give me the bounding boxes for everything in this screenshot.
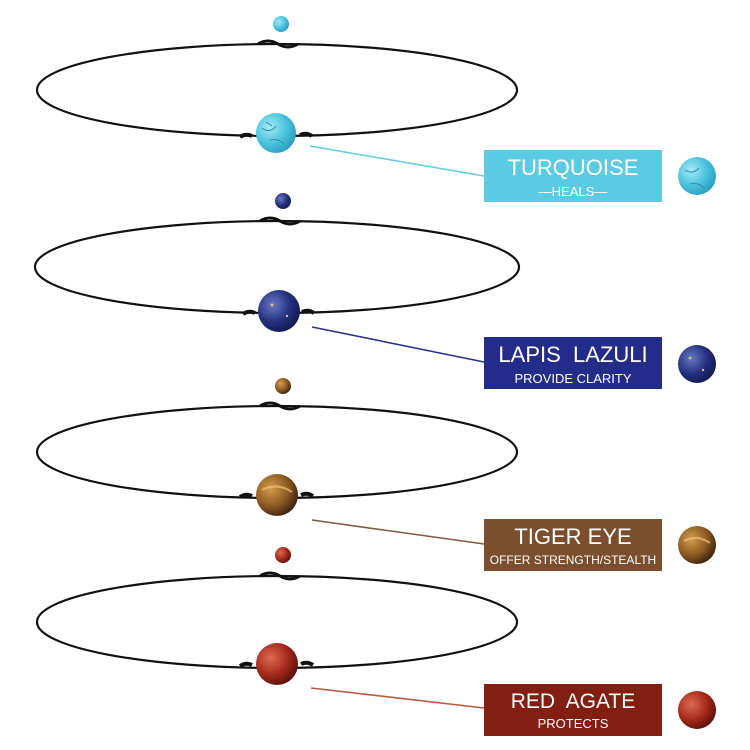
label-lapis-lazuli: LAPIS LAZULI PROVIDE CLARITY (484, 337, 662, 389)
small-bead (275, 378, 291, 394)
sample-bead (678, 526, 716, 564)
knot (259, 571, 301, 581)
main-bead (256, 113, 296, 153)
knot (257, 39, 299, 49)
necklace-lapis-lazuli (33, 193, 521, 363)
sample-bead (678, 345, 716, 383)
main-bead (256, 474, 298, 516)
necklace-turquoise (35, 16, 519, 177)
small-bead (273, 16, 289, 32)
stone-benefit: —HEALS— (539, 184, 608, 199)
bead-veins (261, 121, 285, 145)
label-turquoise: TURQUOISE —HEALS— (484, 150, 662, 202)
small-bead (275, 547, 291, 563)
pointer-line (311, 519, 485, 545)
bead-knot-left (238, 661, 253, 668)
sample-veins (684, 167, 705, 189)
label-red-agate: RED AGATE PROTECTS (484, 684, 662, 736)
stone-benefit: OFFER STRENGTH/STEALTH (490, 553, 656, 567)
sample-bead (678, 157, 716, 195)
bead-knot-left (238, 492, 253, 499)
label-box (484, 337, 662, 389)
main-bead (256, 643, 298, 685)
necklace-red-agate (35, 547, 519, 709)
bead-fleck (285, 314, 289, 318)
sample-bead-tiger-eye (678, 526, 716, 564)
bead-knot-right (300, 491, 315, 498)
sample-bead-red-agate (678, 691, 716, 729)
stone-name: TURQUOISE (508, 155, 639, 180)
label-box (484, 519, 662, 571)
main-bead (258, 290, 300, 332)
bead-fleck (270, 303, 274, 307)
small-bead (275, 193, 291, 209)
knot (259, 401, 301, 411)
bead-knot-right (301, 308, 316, 315)
sample-fleck (688, 356, 692, 360)
stone-benefit: PROVIDE CLARITY (514, 371, 631, 386)
sample-bead-lapis-lazuli (678, 345, 716, 383)
bead-knot-left (241, 309, 256, 316)
knot (259, 216, 301, 226)
label-box (484, 684, 662, 736)
pointer-line (310, 687, 485, 709)
stone-benefit: PROTECTS (538, 716, 609, 731)
bead-knot-right (299, 131, 314, 138)
bead-chatoyance (261, 485, 293, 493)
sample-bead-turquoise (678, 157, 716, 195)
bead-knot-right (300, 660, 315, 667)
pointer-line (311, 326, 485, 363)
stone-name: TIGER EYE (514, 524, 631, 549)
stone-name: LAPIS LAZULI (498, 342, 647, 367)
stone-name: RED AGATE (511, 690, 635, 713)
sample-chatoyance (683, 537, 711, 544)
label-tiger-eye: TIGER EYE OFFER STRENGTH/STEALTH (484, 519, 662, 571)
label-box (484, 150, 662, 202)
pointer-line (309, 145, 485, 177)
bead-knot-left (238, 132, 253, 139)
sample-bead (678, 691, 716, 729)
sample-fleck (701, 368, 705, 372)
necklace-tiger-eye (35, 378, 519, 545)
